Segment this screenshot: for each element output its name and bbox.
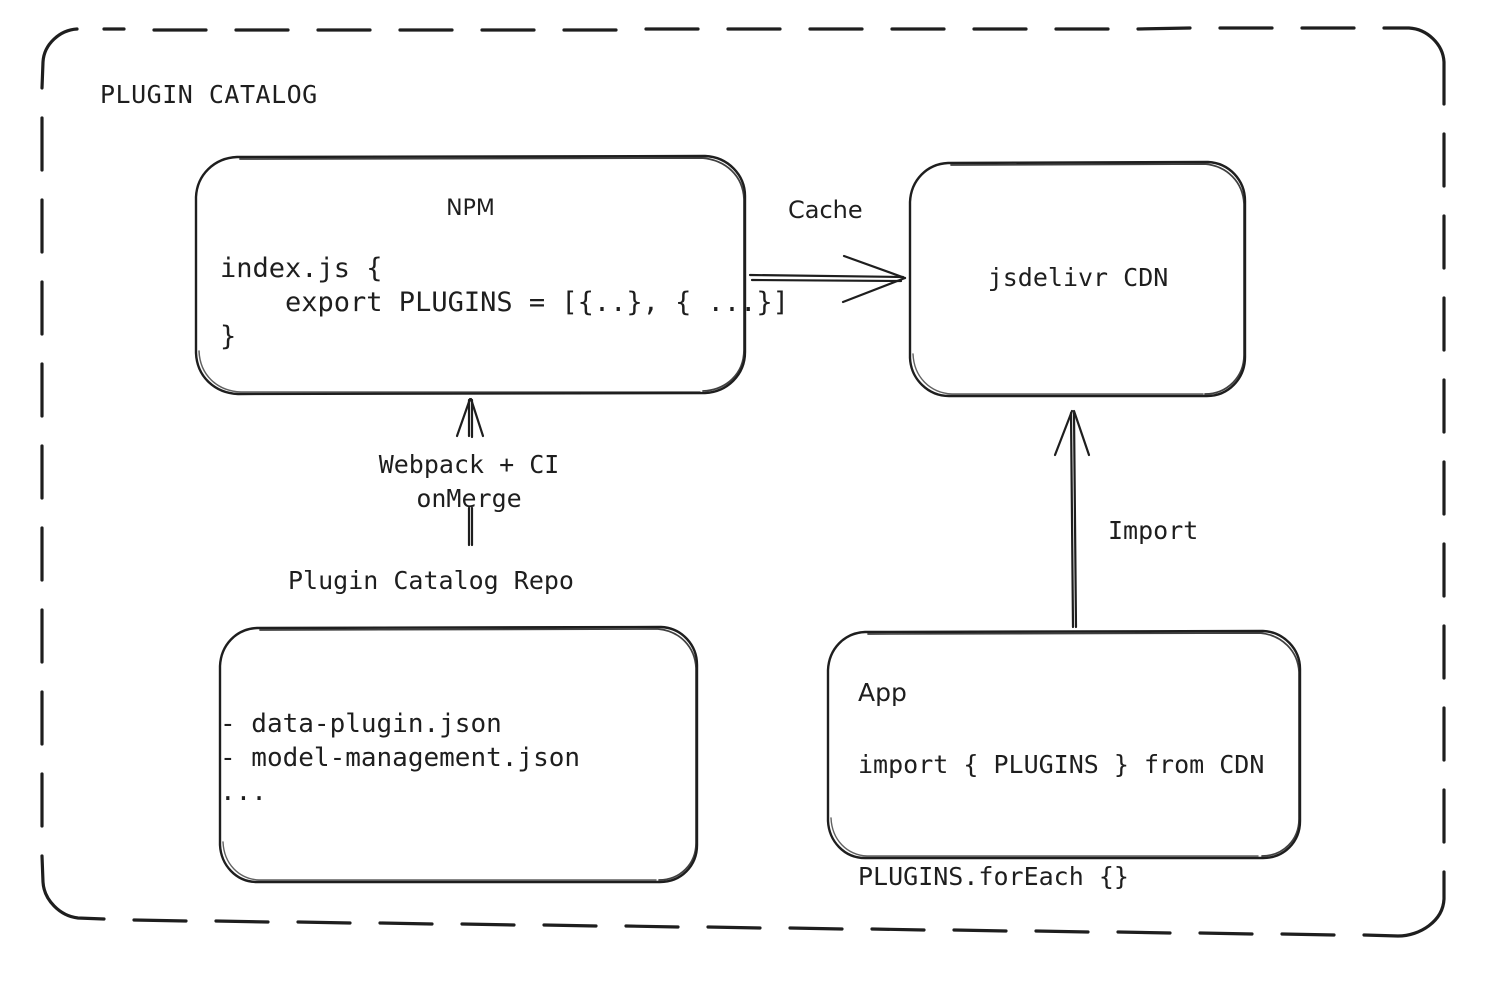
edge-label-cache: Cache <box>788 196 863 224</box>
repo-file-list: - data-plugin.json - model-management.js… <box>220 709 581 807</box>
app-node-title: App <box>858 678 907 707</box>
repo-node-caption: Plugin Catalog Repo <box>288 566 574 595</box>
app-code-block: import { PLUGINS } from CDN PLUGINS.forE… <box>858 750 1265 891</box>
npm-node-title: NPM <box>446 196 495 221</box>
edge-label-import: Import <box>1108 516 1199 545</box>
cdn-node-title: jsdelivr CDN <box>987 263 1169 292</box>
edge-app-to-cdn <box>1053 409 1091 629</box>
edge-label-webpack-ci-onmerge: Webpack + CI onMerge <box>378 450 560 513</box>
npm-code-block: index.js { export PLUGINS = [{..}, { ...… <box>220 253 789 352</box>
group-title: PLUGIN CATALOG <box>100 80 318 109</box>
